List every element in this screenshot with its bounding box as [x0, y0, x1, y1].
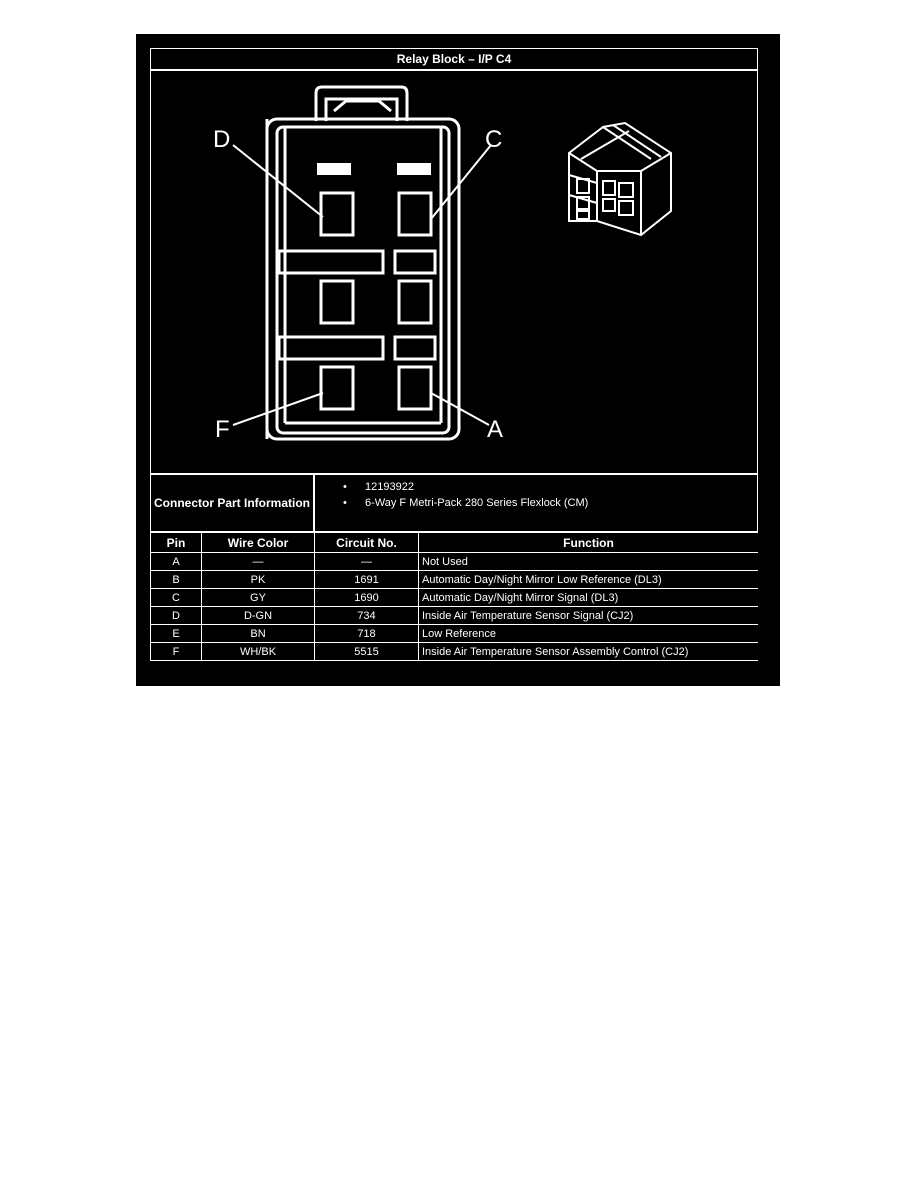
connector-iso-drawing	[568, 121, 672, 237]
pinout-table: Pin Wire Color Circuit No. Function A — …	[150, 532, 758, 661]
cell-function: Automatic Day/Night Mirror Low Reference…	[418, 570, 758, 589]
pin-label-a: A	[487, 416, 503, 443]
table-row: B PK 1691 Automatic Day/Night Mirror Low…	[150, 570, 758, 589]
connector-part-info: 12193922 6-Way F Metri-Pack 280 Series F…	[314, 474, 758, 532]
cell-pin: E	[150, 624, 202, 643]
cell-function: Inside Air Temperature Sensor Signal (CJ…	[418, 606, 758, 625]
connector-sheet: Relay Block – I/P C4	[136, 34, 780, 686]
cell-function: Not Used	[418, 552, 758, 571]
cell-wire-color: —	[201, 552, 315, 571]
page-title: Relay Block – I/P C4	[150, 48, 758, 70]
cell-wire-color: PK	[201, 570, 315, 589]
table-row: D D-GN 734 Inside Air Temperature Sensor…	[150, 606, 758, 625]
connector-part-label: Connector Part Information	[150, 474, 314, 532]
cell-pin: B	[150, 570, 202, 589]
cell-function: Inside Air Temperature Sensor Assembly C…	[418, 642, 758, 661]
cell-circuit: 734	[314, 606, 419, 625]
cell-circuit: 5515	[314, 642, 419, 661]
pin-label-c: C	[485, 126, 502, 153]
header-pin: Pin	[150, 532, 202, 553]
part-number: 12193922	[343, 479, 757, 495]
cell-circuit: 718	[314, 624, 419, 643]
cell-wire-color: WH/BK	[201, 642, 315, 661]
cell-pin: A	[150, 552, 202, 571]
cell-pin: D	[150, 606, 202, 625]
header-circuit-no: Circuit No.	[314, 532, 419, 553]
cell-function: Automatic Day/Night Mirror Signal (DL3)	[418, 588, 758, 607]
table-row: A — — Not Used	[150, 552, 758, 571]
cell-wire-color: BN	[201, 624, 315, 643]
header-function: Function	[418, 532, 758, 553]
cell-circuit: —	[314, 552, 419, 571]
cell-wire-color: D-GN	[201, 606, 315, 625]
pin-label-f: F	[215, 416, 230, 443]
pinout-table-wrapper: Pin Wire Color Circuit No. Function A — …	[150, 532, 758, 670]
table-row: E BN 718 Low Reference	[150, 624, 758, 643]
part-description: 6-Way F Metri-Pack 280 Series Flexlock (…	[343, 495, 757, 511]
table-row: C GY 1690 Automatic Day/Night Mirror Sig…	[150, 588, 758, 607]
header-wire-color: Wire Color	[201, 532, 315, 553]
table-row: F WH/BK 5515 Inside Air Temperature Sens…	[150, 642, 758, 661]
pin-label-d: D	[213, 126, 230, 153]
cell-function: Low Reference	[418, 624, 758, 643]
cell-wire-color: GY	[201, 588, 315, 607]
cell-pin: C	[150, 588, 202, 607]
table-header-row: Pin Wire Color Circuit No. Function	[150, 532, 758, 553]
cell-pin: F	[150, 642, 202, 661]
cell-circuit: 1690	[314, 588, 419, 607]
connector-diagram: D C F A	[150, 70, 758, 474]
connector-face-drawing: D C F A	[213, 85, 672, 443]
cell-circuit: 1691	[314, 570, 419, 589]
